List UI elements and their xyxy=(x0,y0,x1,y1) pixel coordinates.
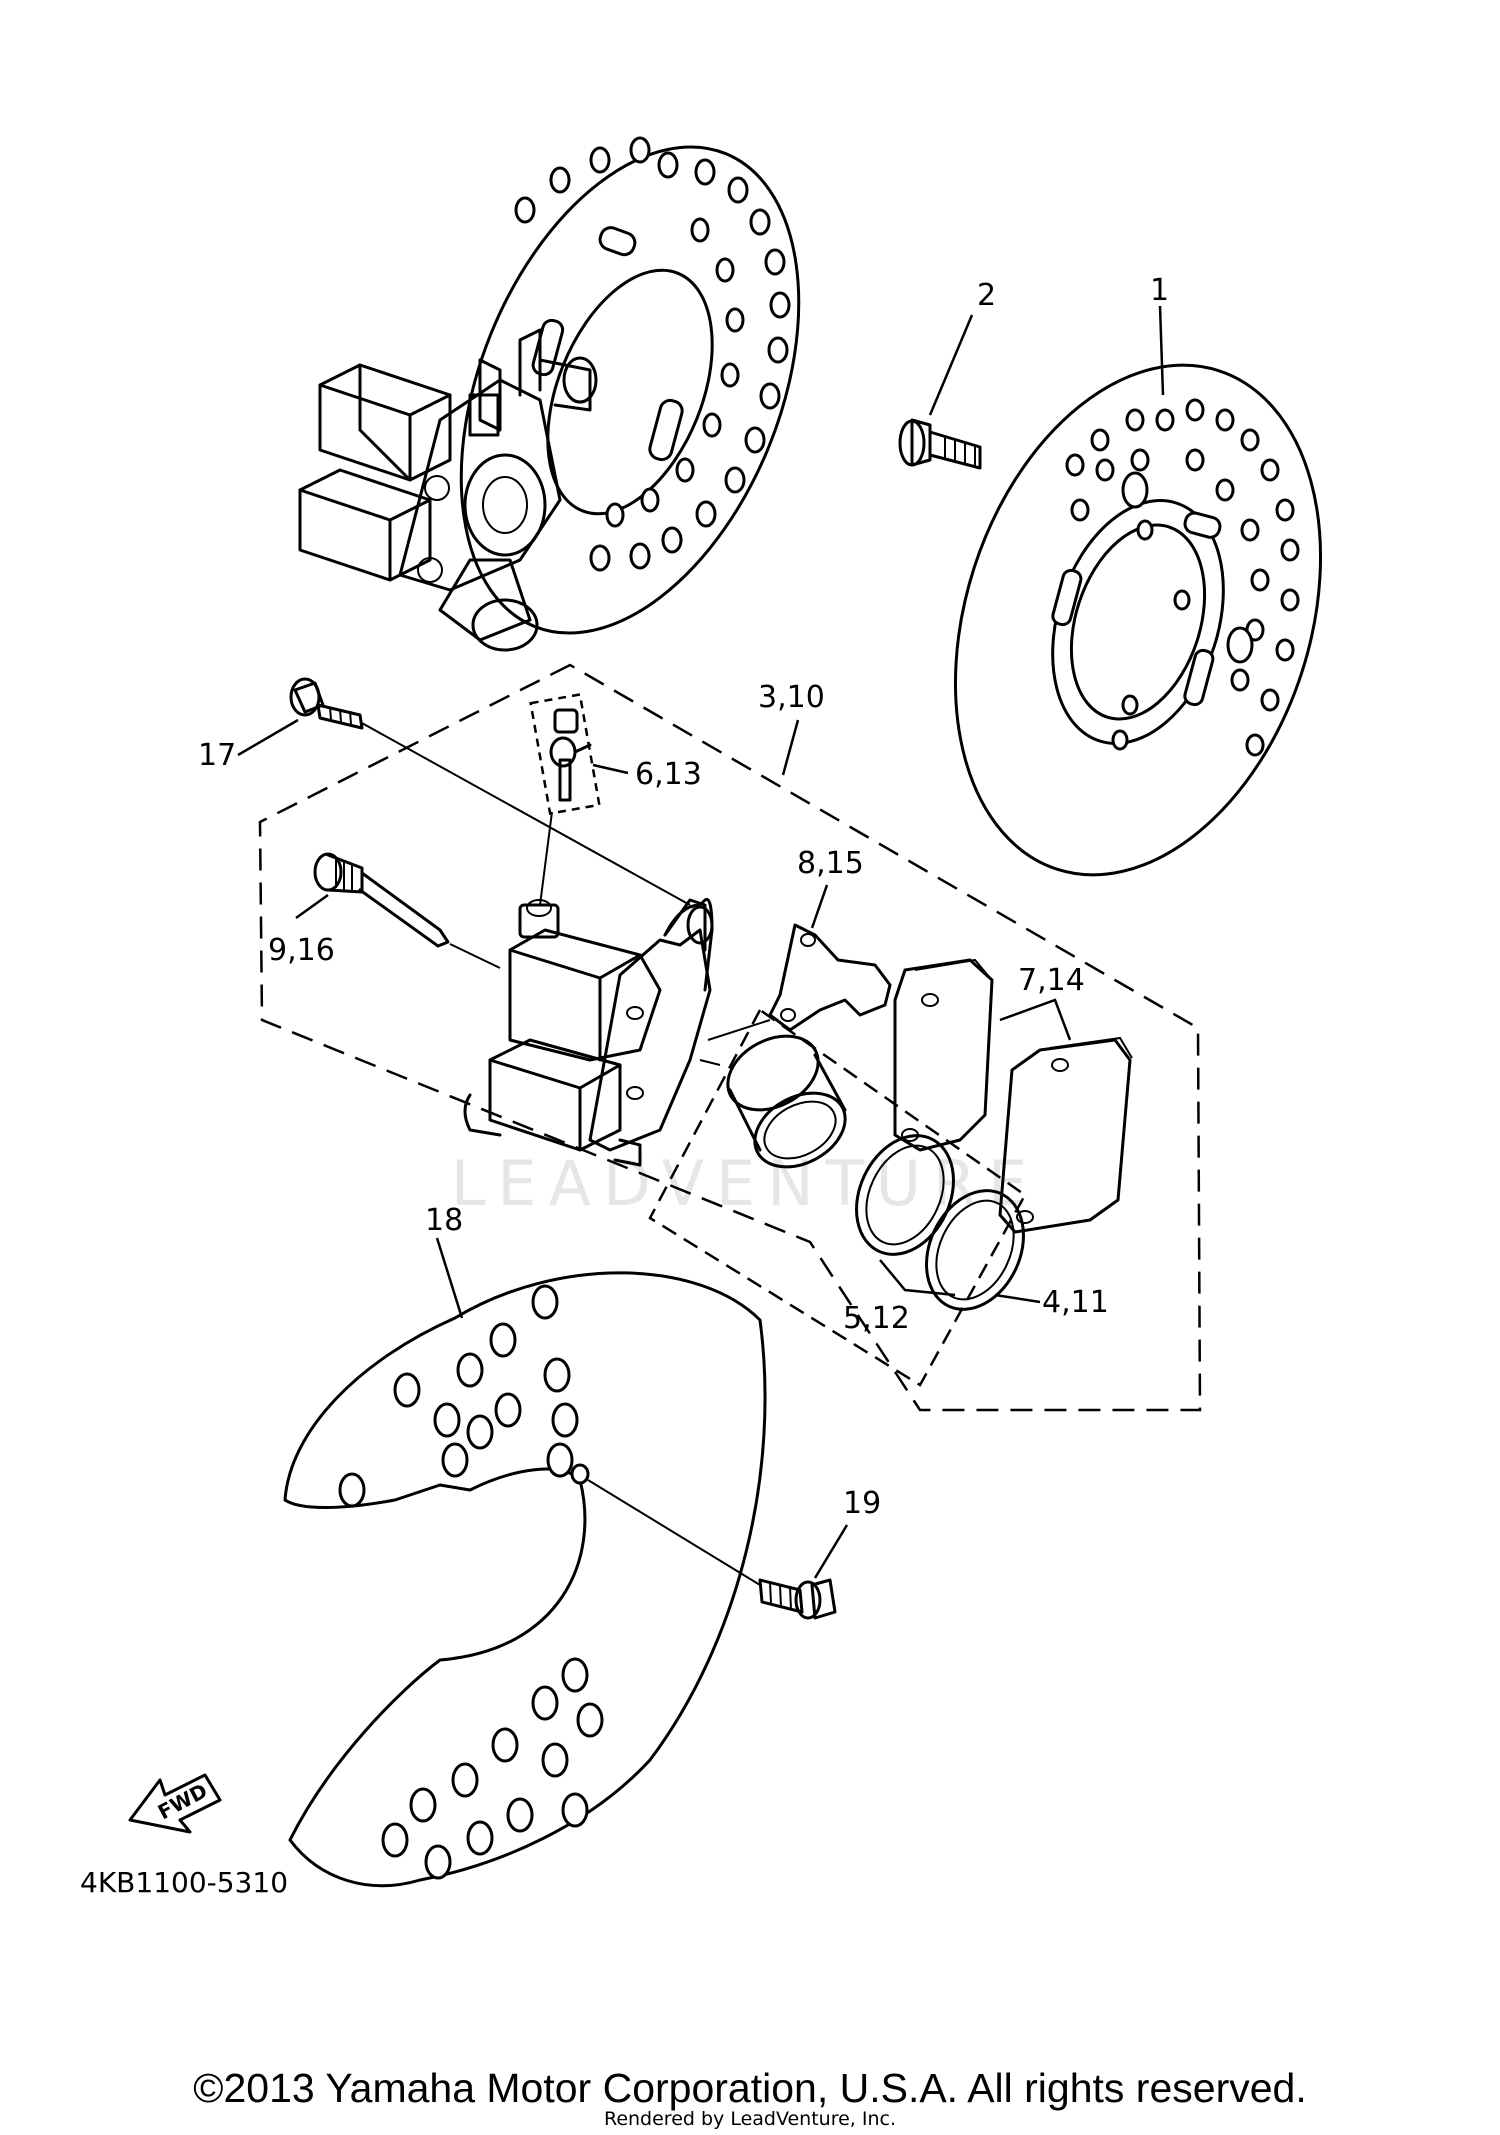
copyright-notice: ©2013 Yamaha Motor Corporation, U.S.A. A… xyxy=(193,2065,1307,2111)
dust-seal xyxy=(925,1189,1025,1311)
diagram-code: 4KB1100-5310 xyxy=(80,1866,288,1899)
label-3-10: 3,10 xyxy=(758,680,825,715)
label-9-16: 9,16 xyxy=(268,933,335,968)
pad-spring xyxy=(768,923,892,1032)
label-2: 2 xyxy=(977,278,996,313)
label-1: 1 xyxy=(1150,273,1169,308)
label-6-13: 6,13 xyxy=(635,757,702,792)
brake-pad-front xyxy=(893,958,994,1152)
label-19: 19 xyxy=(843,1486,881,1521)
piston-seal-outline xyxy=(648,1008,1027,1387)
brake-disc xyxy=(953,363,1323,877)
label-4-11: 4,11 xyxy=(1042,1285,1109,1320)
caliper-assembly-outline xyxy=(258,663,1202,1412)
bleed-valve-box xyxy=(529,693,601,815)
label-5-12: 5,12 xyxy=(843,1301,910,1336)
caliper-body xyxy=(463,897,714,1167)
watermark: LEADVENTURE xyxy=(451,1147,1039,1220)
slide-pin xyxy=(313,852,450,948)
disc-bolt xyxy=(898,418,982,470)
assembled-brake-disc xyxy=(459,136,801,635)
label-8-15: 8,15 xyxy=(797,846,864,881)
label-7-14: 7,14 xyxy=(1018,963,1085,998)
guard-bolt xyxy=(758,1578,837,1620)
assembled-caliper xyxy=(298,328,598,652)
label-18: 18 xyxy=(425,1203,463,1238)
fwd-arrow-icon: FWD xyxy=(128,1773,222,1834)
piston xyxy=(726,1034,847,1169)
label-17: 17 xyxy=(198,738,236,773)
caliper-bolt-17 xyxy=(289,677,364,730)
brake-pad-rear xyxy=(998,1036,1133,1234)
disc-guard xyxy=(283,1271,767,1888)
bleed-valve xyxy=(549,708,592,802)
rendered-by-credit: Rendered by LeadVenture, Inc. xyxy=(603,2108,897,2130)
